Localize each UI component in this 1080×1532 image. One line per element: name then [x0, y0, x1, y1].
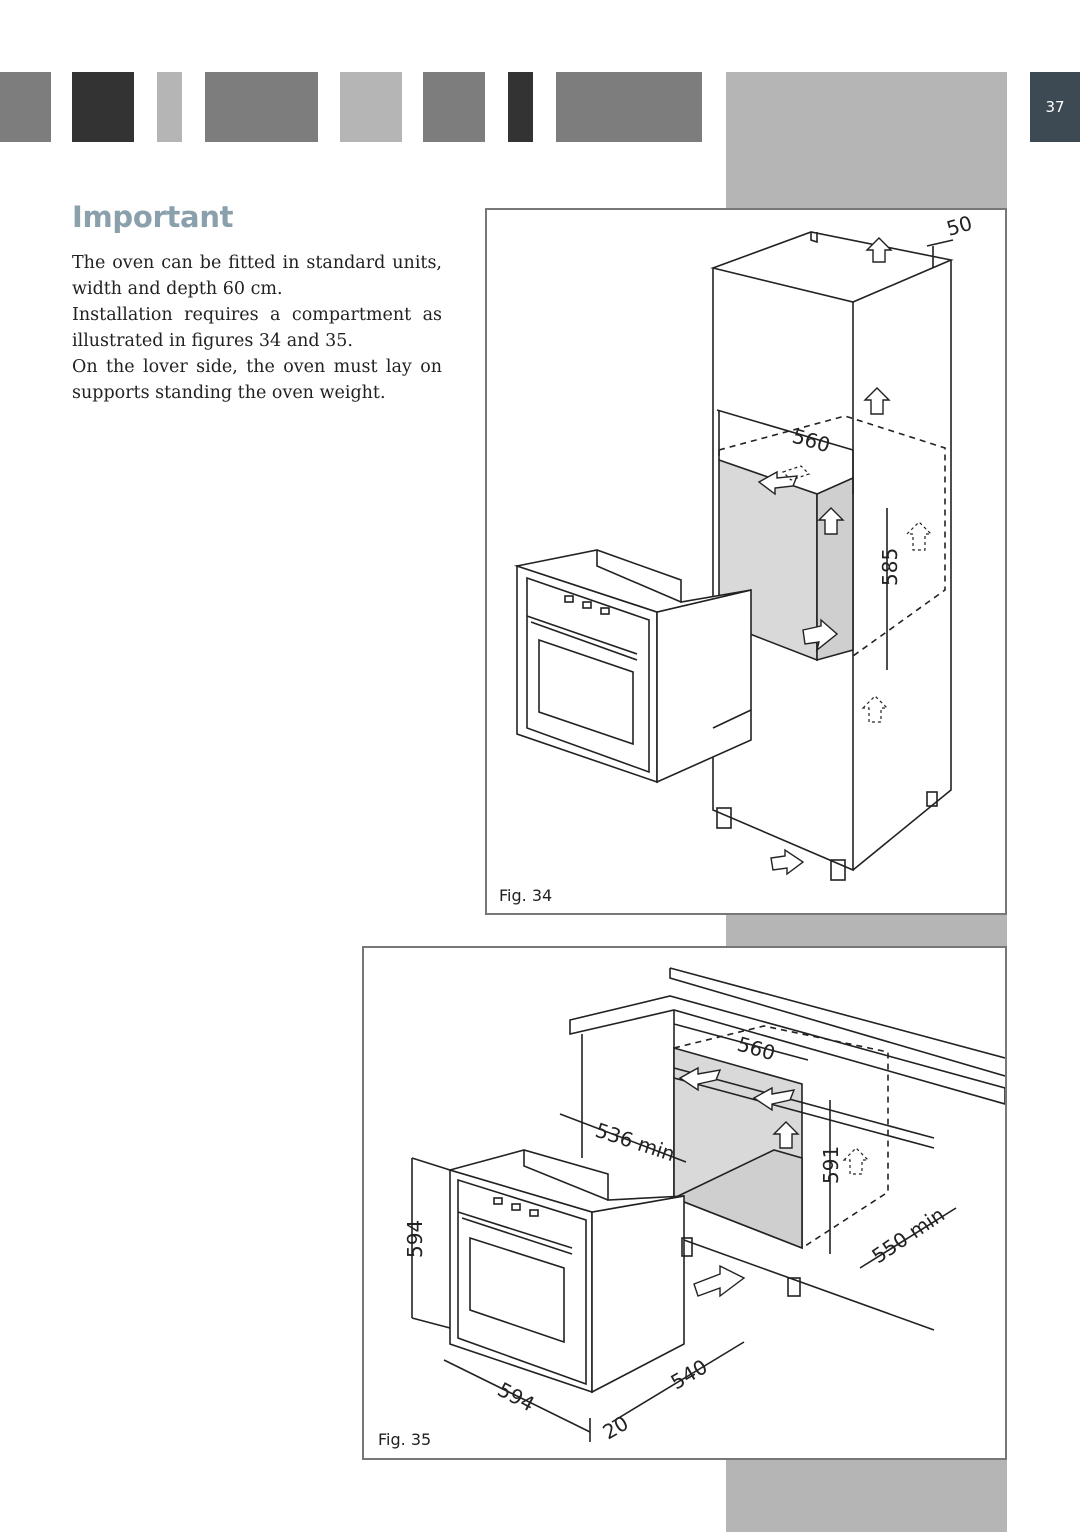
figure-35-caption: Fig. 35	[378, 1430, 432, 1449]
fig35-dim-oven-depth: 540	[667, 1354, 712, 1394]
grey-column-bottom	[726, 1460, 1007, 1532]
figure-34-drawing: 50 560 585	[513, 211, 975, 881]
fig35-dim-oven-height: 594	[403, 1220, 427, 1258]
header-block-3	[157, 72, 182, 142]
figure-34-caption: Fig. 34	[499, 886, 553, 905]
fig35-dim-front-offset: 20	[599, 1411, 633, 1445]
figure-35: 560 536 min 591 550 min 594 594 540 20 F…	[362, 946, 1007, 1460]
paragraph-2: Installation requires a compartment as i…	[72, 305, 442, 351]
fig35-dim-oven-width: 594	[494, 1377, 539, 1416]
fig34-dim-height: 585	[878, 548, 902, 586]
header-block-6	[423, 72, 485, 142]
body-text: The oven can be fitted in standard units…	[72, 250, 442, 406]
paragraph-1: The oven can be fitted in standard units…	[72, 253, 442, 299]
paragraph-3: On the lover side, the oven must lay on …	[72, 357, 442, 403]
fig34-dim-top-gap: 50	[944, 211, 975, 241]
grey-column-mid	[726, 914, 1007, 946]
header-block-5	[340, 72, 402, 142]
fig35-dim-depth-cabinet: 550 min	[867, 1202, 949, 1268]
header-block-4	[205, 72, 318, 142]
header-block-7	[508, 72, 533, 142]
page-number: 37	[1030, 72, 1080, 142]
header-block-2	[72, 72, 134, 142]
grey-column-top	[726, 72, 1007, 209]
section-heading: Important	[72, 200, 234, 234]
figure-34: 50 560 585 Fig. 34	[485, 208, 1007, 915]
header-block-8	[556, 72, 702, 142]
header-block-1	[0, 72, 51, 142]
fig35-dim-depth-min: 536 min	[592, 1118, 678, 1166]
figure-35-drawing: 560 536 min 591 550 min 594 594 540 20	[403, 967, 1006, 1445]
fig34-dim-width: 560	[790, 424, 833, 458]
fig35-dim-height-opening: 591	[819, 1146, 843, 1184]
